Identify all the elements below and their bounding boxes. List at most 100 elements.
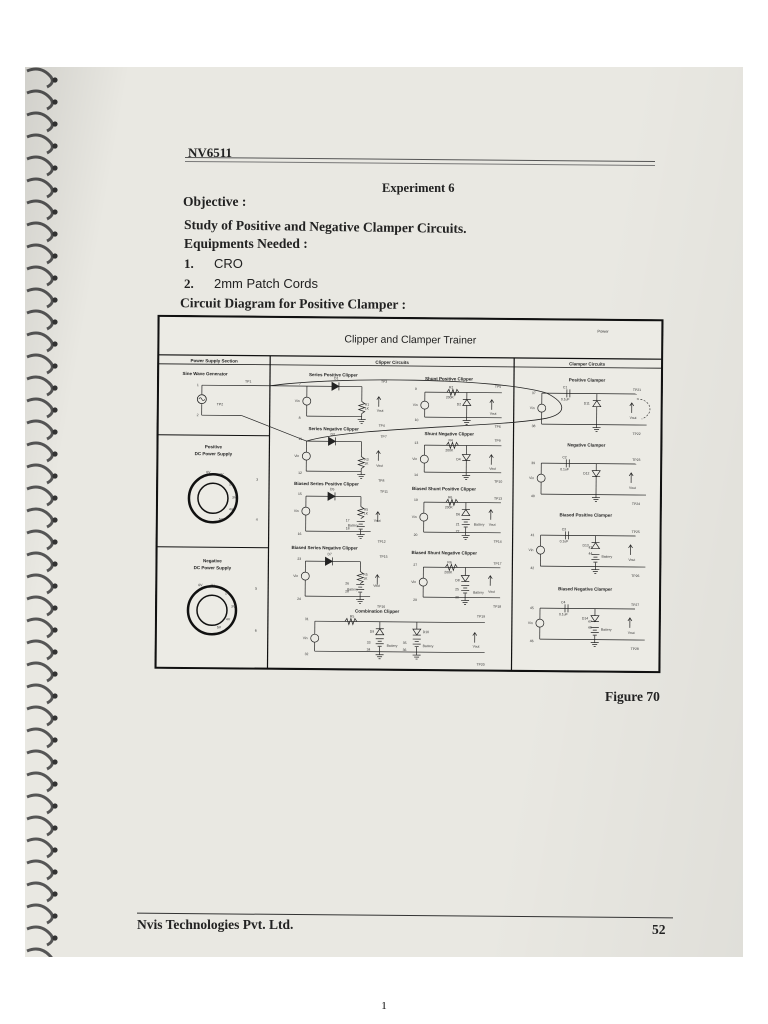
vout-arrow-icon — [488, 509, 494, 513]
schematic-label: Battery — [348, 523, 359, 527]
spiral-coil — [26, 67, 54, 89]
figure-caption: Figure 70 — [605, 689, 660, 704]
binding-hole — [52, 231, 58, 237]
wire — [540, 565, 646, 568]
spiral-coil — [26, 529, 54, 551]
schematic-label: D14 — [582, 617, 588, 621]
schematic-label: R5 — [363, 573, 367, 577]
resistor-icon — [356, 571, 365, 584]
equipment-number: 1. — [184, 256, 194, 271]
vout-arrow-icon — [374, 574, 380, 578]
svg-text:2V: 2V — [229, 482, 234, 486]
schematic-label: R5 — [364, 508, 368, 512]
schematic-label: Battery — [423, 644, 434, 648]
patch-cord — [269, 379, 563, 442]
schematic-label: Vin — [411, 580, 416, 584]
schematic-label: Battery — [474, 523, 485, 527]
schematic-label: TP4 — [379, 424, 385, 428]
equipment-heading: Equipments Needed : — [184, 236, 308, 251]
spiral-coil — [26, 661, 54, 683]
model-number: NV6511 — [188, 145, 233, 160]
schematic-label: D2 — [457, 402, 461, 406]
spiral-coil — [26, 199, 54, 221]
schematic-label: 0.1uF — [559, 612, 568, 616]
schematic-label: Vout — [488, 590, 495, 594]
wire — [540, 607, 636, 610]
wire — [541, 423, 647, 426]
schematic-label: TP18 — [493, 605, 501, 609]
schematic-label: R3 — [364, 458, 368, 462]
spiral-coil — [26, 639, 54, 661]
objective-text: Study of Positive and Negative Clamper C… — [183, 217, 467, 236]
binding-hole — [52, 319, 58, 325]
schematic-label: 44 — [588, 552, 592, 556]
schematic-label: TP13 — [494, 497, 502, 501]
schematic-label: C4 — [561, 600, 565, 604]
schematic-label: 13 — [414, 441, 418, 445]
schematic-label: TP20 — [476, 663, 484, 667]
binding-hole — [52, 649, 58, 655]
binding-hole — [52, 781, 58, 787]
schematic-label: C1 — [563, 385, 567, 389]
schematic-label: Battery — [347, 587, 358, 591]
schematic-label: D5 — [330, 487, 334, 491]
schematic-label: R5 — [350, 614, 354, 618]
spiral-coil — [26, 287, 54, 309]
binding-hole — [52, 561, 58, 567]
schematic-label: Vin — [412, 515, 417, 519]
spiral-coil — [26, 727, 54, 749]
svg-text:Biased Negative Clamper: Biased Negative Clamper — [558, 586, 612, 591]
schematic-label: R1 — [365, 403, 369, 407]
spiral-coil — [26, 507, 54, 529]
schematic-label: TP27 — [631, 603, 639, 607]
schematic-label: Vin — [294, 509, 299, 513]
schematic-label: Vout — [630, 416, 637, 420]
sine-generator-label: Sine Wave Generator — [182, 371, 227, 376]
schematic-label: TP24 — [632, 502, 640, 506]
equipment-label: 2mm Patch Cords — [214, 276, 319, 291]
vout-arrow-icon — [489, 399, 495, 403]
circuit-heading: Circuit Diagram for Positive Clamper : — [179, 295, 407, 312]
binding-hole — [52, 759, 58, 765]
binding-hole — [52, 869, 58, 875]
schematic-label: 25 — [455, 587, 459, 591]
binding-hole — [52, 143, 58, 149]
binding-hole — [52, 209, 58, 215]
spiral-coil — [26, 617, 54, 639]
diode-icon — [328, 436, 337, 446]
company-name: Nvis Technologies Pvt. Ltd. — [137, 917, 294, 932]
schematic-label: TP15 — [379, 555, 387, 559]
vout-arrow-icon — [628, 544, 633, 549]
schematic-label: Battery — [601, 628, 612, 632]
schematic-label: TP10 — [494, 480, 502, 484]
schematic-label: Vout — [374, 519, 381, 523]
binding-hole — [52, 891, 58, 897]
vout-arrow-icon — [489, 454, 494, 458]
wire — [541, 462, 637, 465]
binding-hole — [52, 605, 58, 611]
wire — [423, 531, 501, 534]
svg-text:4V: 4V — [229, 507, 234, 511]
schematic-label: TP9 — [494, 439, 500, 443]
vout-arrow-icon — [376, 396, 382, 400]
wire — [305, 530, 371, 533]
schematic-label: 1K — [364, 512, 369, 516]
svg-text:2: 2 — [197, 413, 199, 417]
svg-text:0V: 0V — [206, 470, 211, 474]
svg-text:Negative: Negative — [203, 558, 222, 563]
resistor-icon — [445, 563, 458, 572]
trainer-panel-diagram: Clipper and Clamper Trainer Power Power … — [154, 314, 664, 674]
schematic-label: 35 — [403, 641, 407, 645]
wire — [540, 534, 636, 537]
spiral-coil — [26, 903, 54, 925]
spiral-coil — [26, 683, 54, 705]
schematic-label: D10 — [423, 630, 429, 634]
svg-text:Biased Positive Clamper: Biased Positive Clamper — [560, 512, 613, 517]
spiral-coil — [26, 309, 54, 331]
binding-hole — [52, 297, 58, 303]
spiral-coil — [26, 793, 54, 815]
schematic-label: 20 — [414, 533, 418, 537]
schematic-label: TP6 — [495, 425, 501, 429]
header-rule-secondary — [185, 160, 655, 167]
schematic-label: D6 — [456, 512, 460, 516]
